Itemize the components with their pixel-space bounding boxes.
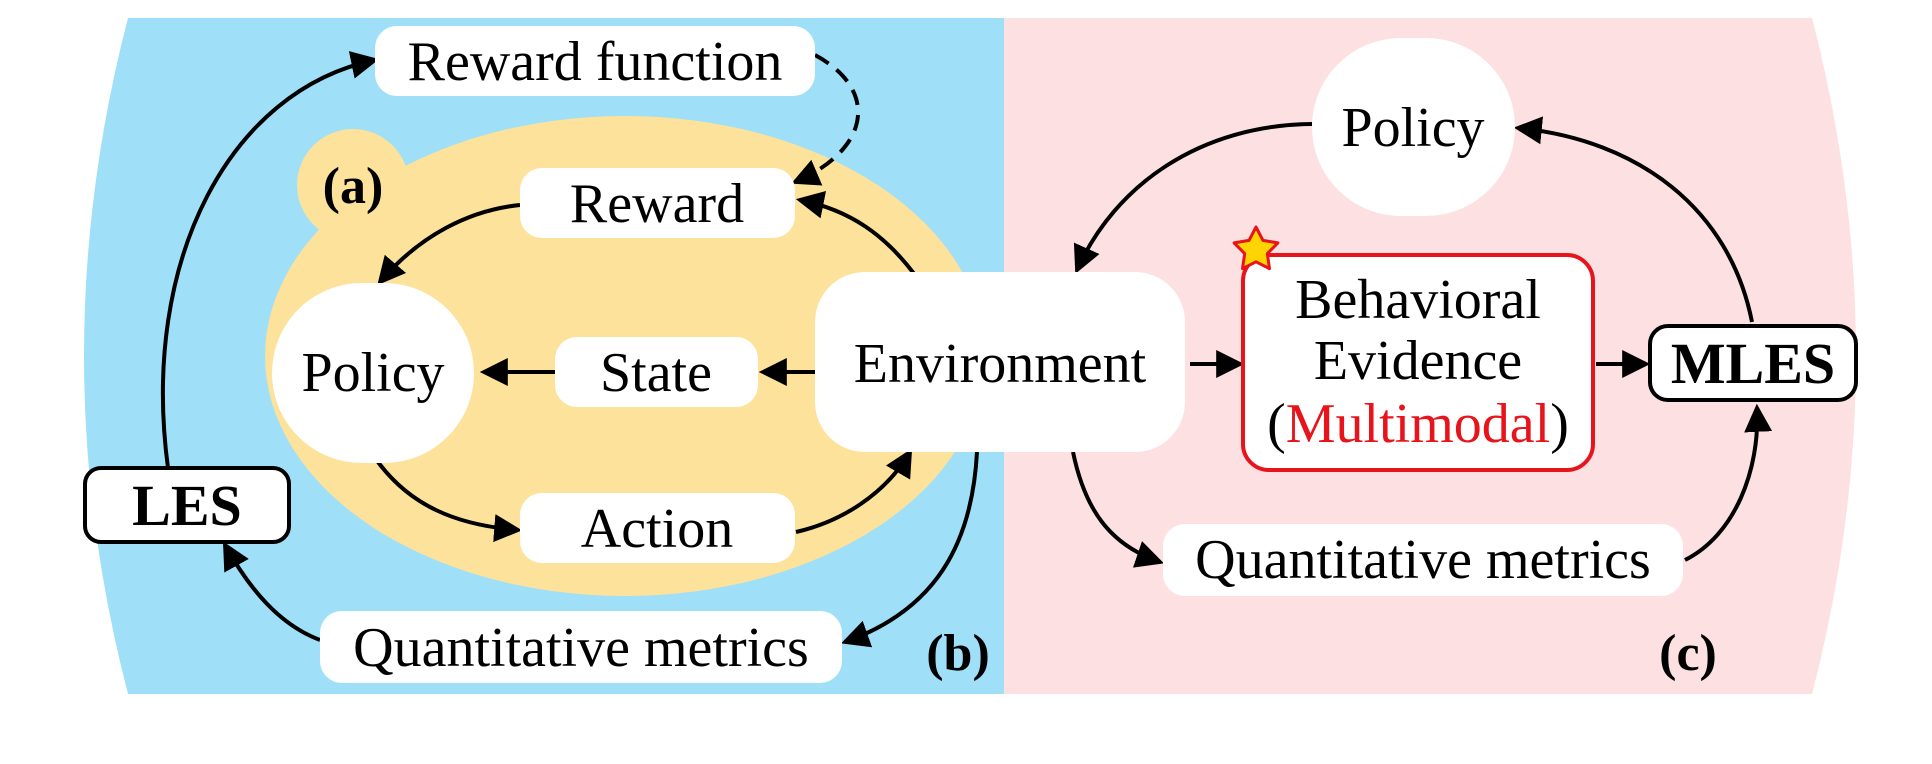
- arrow-les-to-reward-function: [160, 51, 380, 469]
- arrow-right-policy-to-environment: [1073, 122, 1313, 274]
- star-icon-shape: [1232, 225, 1280, 271]
- node-state-label: State: [600, 342, 712, 404]
- node-mles: MLES: [1648, 324, 1858, 402]
- node-left-quantitative-metrics: Quantitative metrics: [320, 611, 842, 683]
- node-mles-label: MLES: [1671, 331, 1835, 396]
- node-left-quantitative-metrics-label: Quantitative metrics: [353, 617, 809, 679]
- node-reward: Reward: [520, 168, 795, 238]
- evidence-line2: Evidence: [1314, 330, 1522, 392]
- evidence-line3: (Multimodal): [1267, 393, 1569, 455]
- node-state: State: [555, 337, 758, 407]
- node-behavioral-evidence: Behavioral Evidence (Multimodal): [1241, 253, 1595, 472]
- evidence-multimodal: Multimodal: [1286, 393, 1550, 455]
- node-environment-label: Environment: [854, 333, 1147, 395]
- star-icon: [1232, 225, 1280, 271]
- node-reward-function-label: Reward function: [408, 31, 783, 93]
- node-les-label: LES: [132, 473, 242, 538]
- arrow-reward-function-to-reward: [791, 53, 861, 186]
- arrow-environment-to-reward: [795, 190, 917, 277]
- arrow-right-metrics-to-mles: [1684, 403, 1773, 562]
- node-environment: Environment: [815, 272, 1185, 452]
- arrow-reward-to-policy: [377, 203, 521, 286]
- panel-a-tag-bubble: [297, 129, 409, 241]
- node-left-policy: Policy: [272, 283, 474, 463]
- node-right-policy-label: Policy: [1341, 97, 1484, 159]
- arrow-policy-to-action: [376, 460, 523, 543]
- node-right-policy: Policy: [1312, 38, 1515, 216]
- node-action: Action: [520, 493, 795, 563]
- panel-a-tag: (a): [323, 158, 384, 215]
- node-right-quantitative-metrics: Quantitative metrics: [1163, 524, 1683, 596]
- arrow-action-to-environment: [795, 448, 913, 534]
- panel-c-tag: (c): [1659, 625, 1717, 682]
- node-reward-function: Reward function: [375, 26, 815, 96]
- panel-b-tag: (b): [926, 625, 990, 682]
- node-left-policy-label: Policy: [301, 342, 444, 404]
- evidence-open-paren: (: [1267, 393, 1286, 455]
- node-reward-label: Reward: [570, 173, 744, 235]
- arrow-left-metrics-to-les: [222, 541, 321, 642]
- evidence-close-paren: ): [1550, 393, 1569, 455]
- node-action-label: Action: [581, 498, 733, 560]
- arrow-environment-to-right-metrics: [1071, 451, 1164, 568]
- arrow-environment-to-left-metrics: [841, 451, 979, 648]
- arrow-mles-to-right-policy: [1513, 116, 1754, 323]
- node-les: LES: [83, 466, 291, 544]
- evidence-line1: Behavioral: [1295, 269, 1541, 331]
- node-right-quantitative-metrics-label: Quantitative metrics: [1195, 529, 1651, 591]
